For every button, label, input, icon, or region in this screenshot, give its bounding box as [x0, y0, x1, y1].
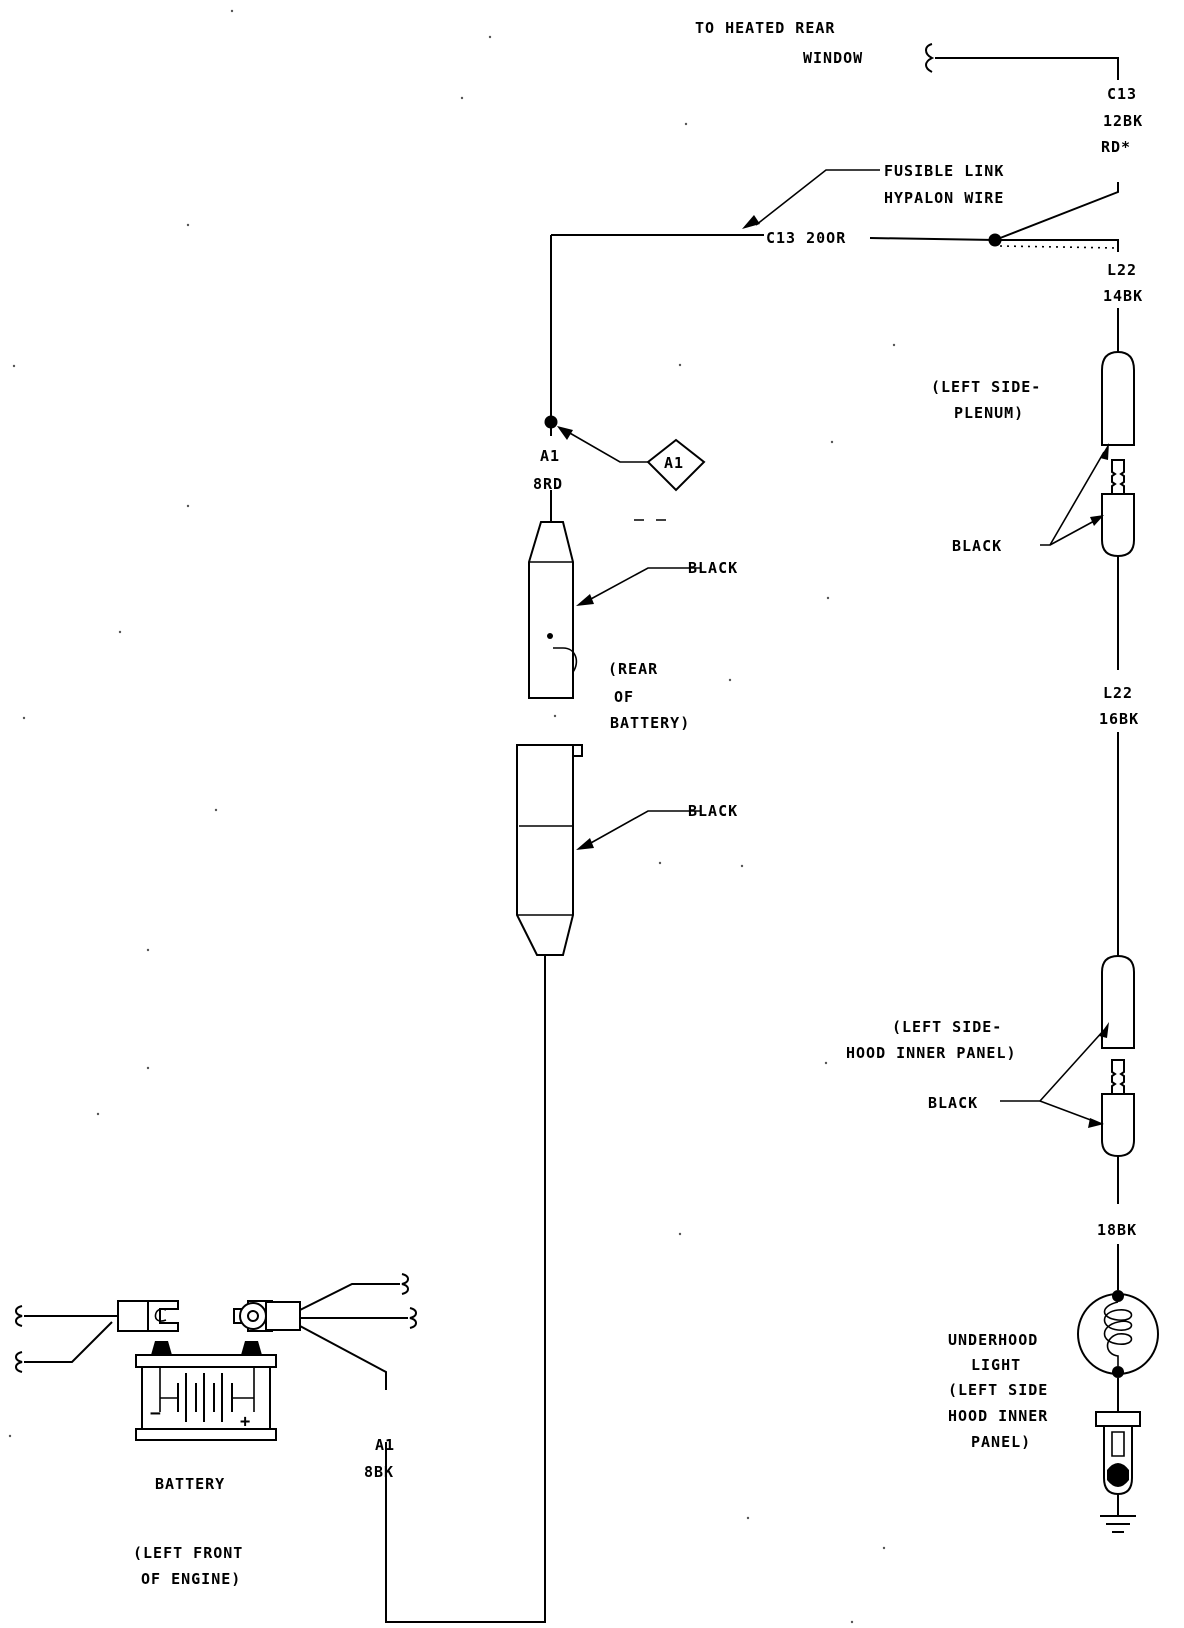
l22-mid-label: L22: [1103, 684, 1133, 702]
rear-battery-connector-upper: BLACK (REAR OF BATTERY): [528, 521, 738, 732]
engine-location-label-1: (LEFT FRONT: [133, 1544, 243, 1562]
lamp-label-2: LIGHT: [971, 1356, 1021, 1374]
fusible-link-run: FUSIBLE LINK HYPALON WIRE C13 20OR: [551, 162, 1119, 252]
c13-20or-label: C13 20OR: [766, 229, 846, 247]
a1-pointer-arrow: [557, 426, 573, 440]
battery-positive-post: [241, 1341, 262, 1355]
battery-minus-sign: −: [150, 1403, 162, 1424]
hood-arrow-a: [1099, 1022, 1109, 1038]
plenum-arrow-a: [1100, 443, 1109, 460]
hood-panel-label-2: HOOD INNER PANEL): [846, 1044, 1017, 1062]
fusible-arrow: [742, 215, 760, 229]
underhood-light: 18BK UNDERHOOD LIGHT (LEFT SIDE HOOD INN…: [948, 1221, 1159, 1533]
engine-location-label-2: OF ENGINE): [141, 1570, 241, 1588]
battery-symbol: − + BATTERY (LEFT FRONT OF ENGINE): [15, 1273, 417, 1588]
l22-14bk-label: 14BK: [1103, 287, 1143, 305]
black-label-2: BLACK: [688, 559, 738, 577]
a1-8rd-wire: A1 A1 8RD: [533, 235, 706, 522]
plenum-connector: (LEFT SIDE- PLENUM) BLACK: [931, 350, 1135, 670]
lamp-base-fill: [1107, 1463, 1129, 1487]
a1-8bk-label: 8BK: [364, 1463, 394, 1481]
lamp-label-3: (LEFT SIDE: [948, 1381, 1048, 1399]
heated-rear-window-feed: TO HEATED REAR WINDOW C13 12BK RD*: [695, 19, 1143, 241]
black-arrow-2: [576, 594, 594, 606]
ground-icon: [1100, 1515, 1136, 1533]
plenum-arrow-b: [1090, 515, 1104, 526]
heated-rear-window-label-2: WINDOW: [803, 49, 863, 67]
l22-top-label: L22: [1107, 261, 1137, 279]
rear-battery-label-2: OF: [614, 688, 634, 706]
a1-8bk-wire: A1 8BK: [299, 955, 546, 1623]
battery-label: BATTERY: [155, 1475, 225, 1493]
connector-dot: [547, 633, 553, 639]
scan-specks: [8, 9, 896, 1624]
plenum-label-2: PLENUM): [954, 404, 1024, 422]
l22-16bk-wire: L22 16BK: [1099, 684, 1139, 956]
l22-14bk-wire: L22 14BK: [1103, 261, 1143, 352]
plenum-label-1: (LEFT SIDE-: [931, 378, 1041, 396]
c13-rd-label: RD*: [1101, 138, 1131, 156]
a1-bottom-label: A1: [375, 1436, 395, 1454]
a1-diamond-label: A1: [664, 454, 684, 472]
lamp-label-5: PANEL): [971, 1433, 1031, 1451]
a1-8rd-label: 8RD: [533, 475, 563, 493]
l22-16bk-label: 16BK: [1099, 710, 1139, 728]
fusible-link-label-1: FUSIBLE LINK: [884, 162, 1004, 180]
c13-top-label: C13: [1107, 85, 1137, 103]
lamp-label-1: UNDERHOOD: [948, 1331, 1038, 1349]
black-arrow-3: [576, 838, 594, 850]
hood-panel-label-1: (LEFT SIDE-: [892, 1018, 1002, 1036]
rear-battery-label-3: BATTERY): [610, 714, 690, 732]
fusible-link-label-2: HYPALON WIRE: [884, 189, 1004, 207]
wire-18bk-label: 18BK: [1097, 1221, 1137, 1239]
lamp-label-4: HOOD INNER: [948, 1407, 1048, 1425]
a1-diamond-tag: A1: [646, 438, 706, 492]
negative-terminal-clamp: [117, 1300, 179, 1332]
hood-panel-connector: (LEFT SIDE- HOOD INNER PANEL) BLACK: [846, 954, 1135, 1204]
battery-plus-sign: +: [240, 1412, 251, 1432]
rear-battery-label-1: (REAR: [608, 660, 658, 678]
black-label-1: BLACK: [952, 537, 1002, 555]
a1-top-label: A1: [540, 447, 560, 465]
battery-negative-post: [151, 1341, 172, 1355]
positive-terminal-clamp: [233, 1300, 301, 1332]
black-label-3: BLACK: [688, 802, 738, 820]
lamp-contact-bottom: [1112, 1366, 1124, 1378]
rear-battery-connector-lower: BLACK: [516, 744, 738, 956]
c13-12bk-label: 12BK: [1103, 112, 1143, 130]
lamp-contact-top: [1112, 1290, 1124, 1302]
splice-node-top: [988, 233, 1002, 247]
hood-arrow-b: [1088, 1118, 1104, 1128]
heated-rear-window-label-1: TO HEATED REAR: [695, 19, 835, 37]
black-label-4: BLACK: [928, 1094, 978, 1112]
